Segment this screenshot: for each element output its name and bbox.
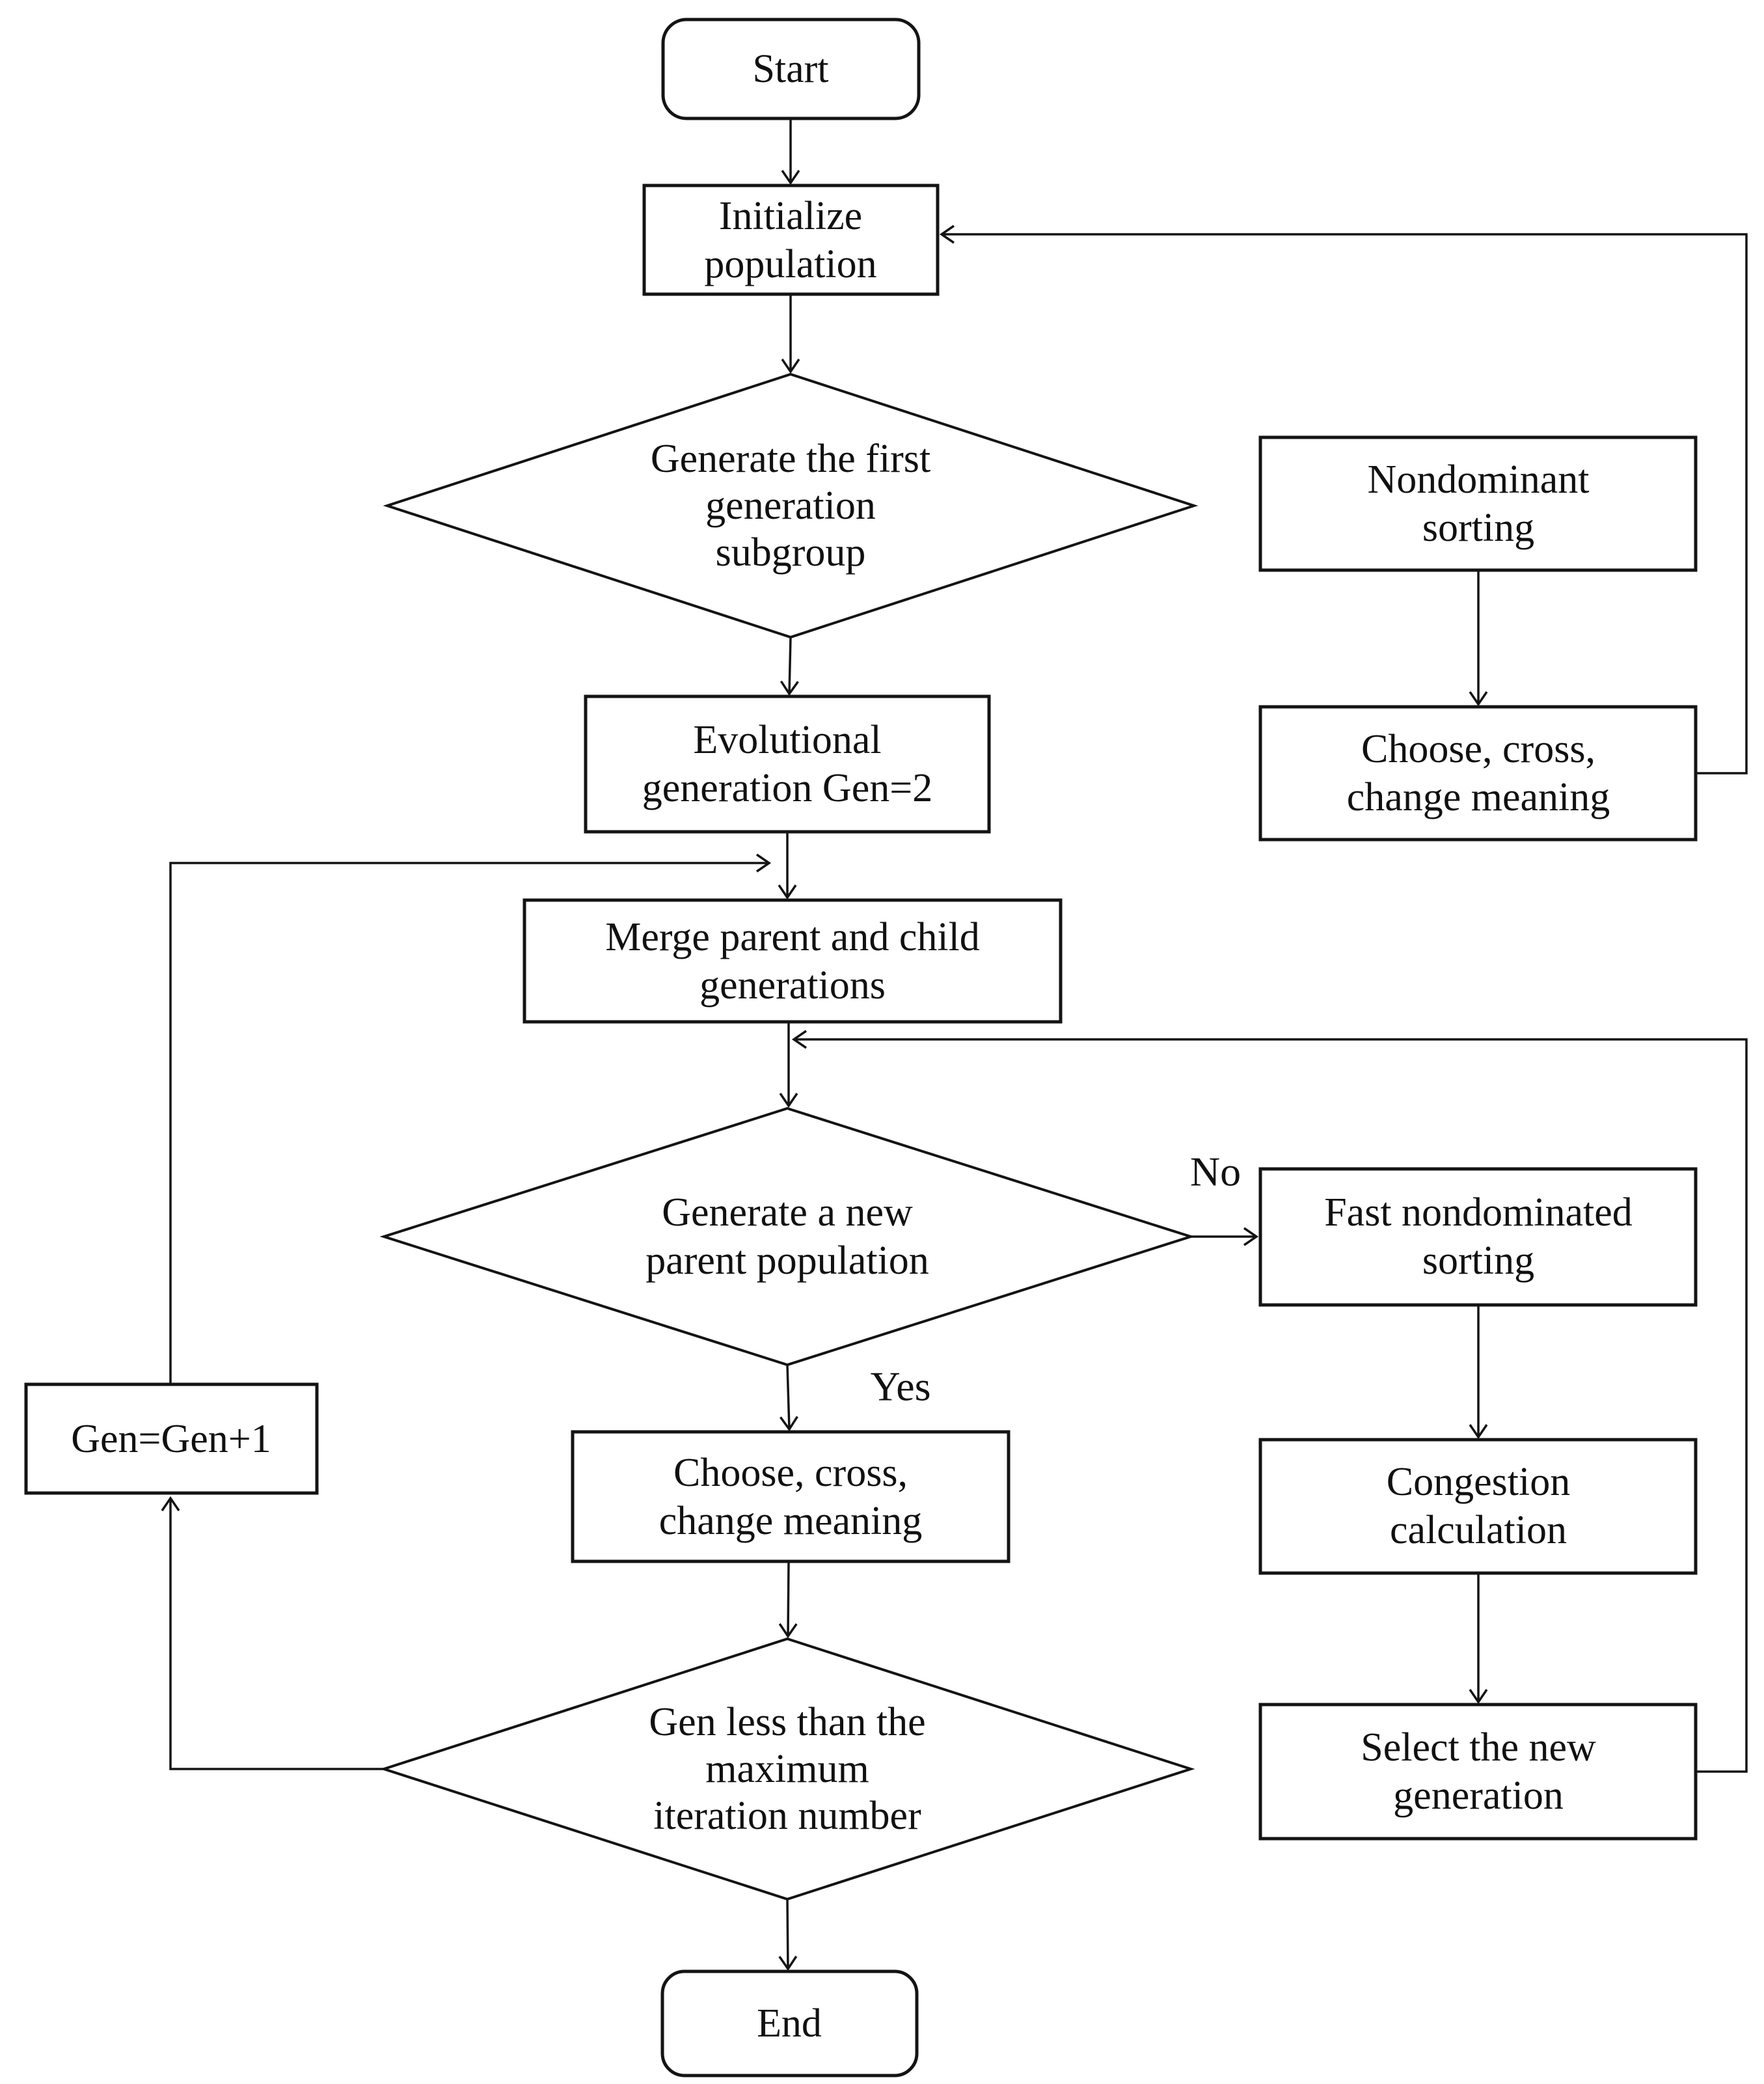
choose-cross-right-node [1258,705,1698,842]
gen-less-than-max-diamond [379,1637,1195,1901]
evolutional-generation-line2: generation Gen=2 [642,766,932,810]
first-generation-line1: Generate the first [651,437,930,481]
nondominant-sorting-line2: sorting [1422,506,1534,550]
flow-edges [161,118,1748,1971]
congestion-line2: calculation [1390,1508,1567,1552]
iteration-check-line2: maximum [705,1747,869,1791]
feedback-choose-to-initialize [939,225,1748,775]
arrow-iteration-check-to-end [778,1899,798,1971]
arrow-yes-branch [780,1364,798,1432]
gen-increment-node [24,1382,319,1495]
loop-iteration-check-to-gen-increment [161,1496,384,1770]
gen-increment-label: Gen=Gen+1 [71,1417,271,1461]
fast-nondominated-sorting-node [1258,1167,1698,1307]
yes-branch-label: Yes [870,1364,930,1410]
initialize-population-node [642,184,940,296]
iteration-check-line3: iteration number [653,1794,921,1838]
feedback-select-to-merge-line [791,1030,1748,1773]
choose-cross-right-line1: Choose, cross, [1361,727,1595,771]
nondominant-sorting-node [1258,435,1698,572]
iteration-check-line1: Gen less than the [649,1700,925,1744]
congestion-line1: Congestion [1387,1460,1570,1504]
choose-cross-mid-line1: Choose, cross, [673,1451,908,1495]
choose-cross-right-line2: change meaning [1347,775,1610,819]
merge-generations-node [522,898,1063,1024]
select-generation-line2: generation [1393,1774,1564,1818]
new-parent-line1: Generate a new [662,1190,913,1235]
generate-new-parent-diamond [379,1106,1195,1367]
fast-nondominated-line1: Fast nondominated [1324,1190,1633,1235]
no-branch-label: No [1190,1149,1241,1195]
first-generation-line3: subgroup [716,530,866,575]
nondominant-sorting-line1: Nondominant [1368,458,1590,502]
evolutional-generation-node [584,694,991,834]
fast-nondominated-line2: sorting [1422,1239,1534,1283]
merge-generations-line2: generations [699,963,886,1008]
choose-cross-mid-line2: change meaning [659,1499,923,1543]
select-generation-line1: Select the new [1361,1725,1596,1770]
congestion-calculation-node [1258,1438,1698,1575]
first-generation-line2: generation [705,484,876,528]
choose-cross-mid-node [571,1430,1011,1563]
flow-nodes: Start Initialize population Generate the… [24,18,1698,2077]
loop-gen-increment-to-merge-line [169,853,772,1384]
evolutional-generation-line1: Evolutional [693,718,881,762]
end-node [660,1969,919,2077]
start-node [661,18,921,120]
end-label: End [757,2001,822,2046]
initialize-population-line2: population [704,242,876,286]
select-new-generation-node [1258,1703,1698,1841]
generate-first-generation-diamond [383,372,1199,639]
arrow-choose-to-iteration-check [778,1561,798,1639]
initialize-population-line1: Initialize [719,194,862,238]
start-label: Start [752,47,828,91]
merge-generations-line1: Merge parent and child [605,915,980,959]
arrow-first-generation-to-evolutional [780,637,799,696]
new-parent-line2: parent population [645,1239,929,1283]
